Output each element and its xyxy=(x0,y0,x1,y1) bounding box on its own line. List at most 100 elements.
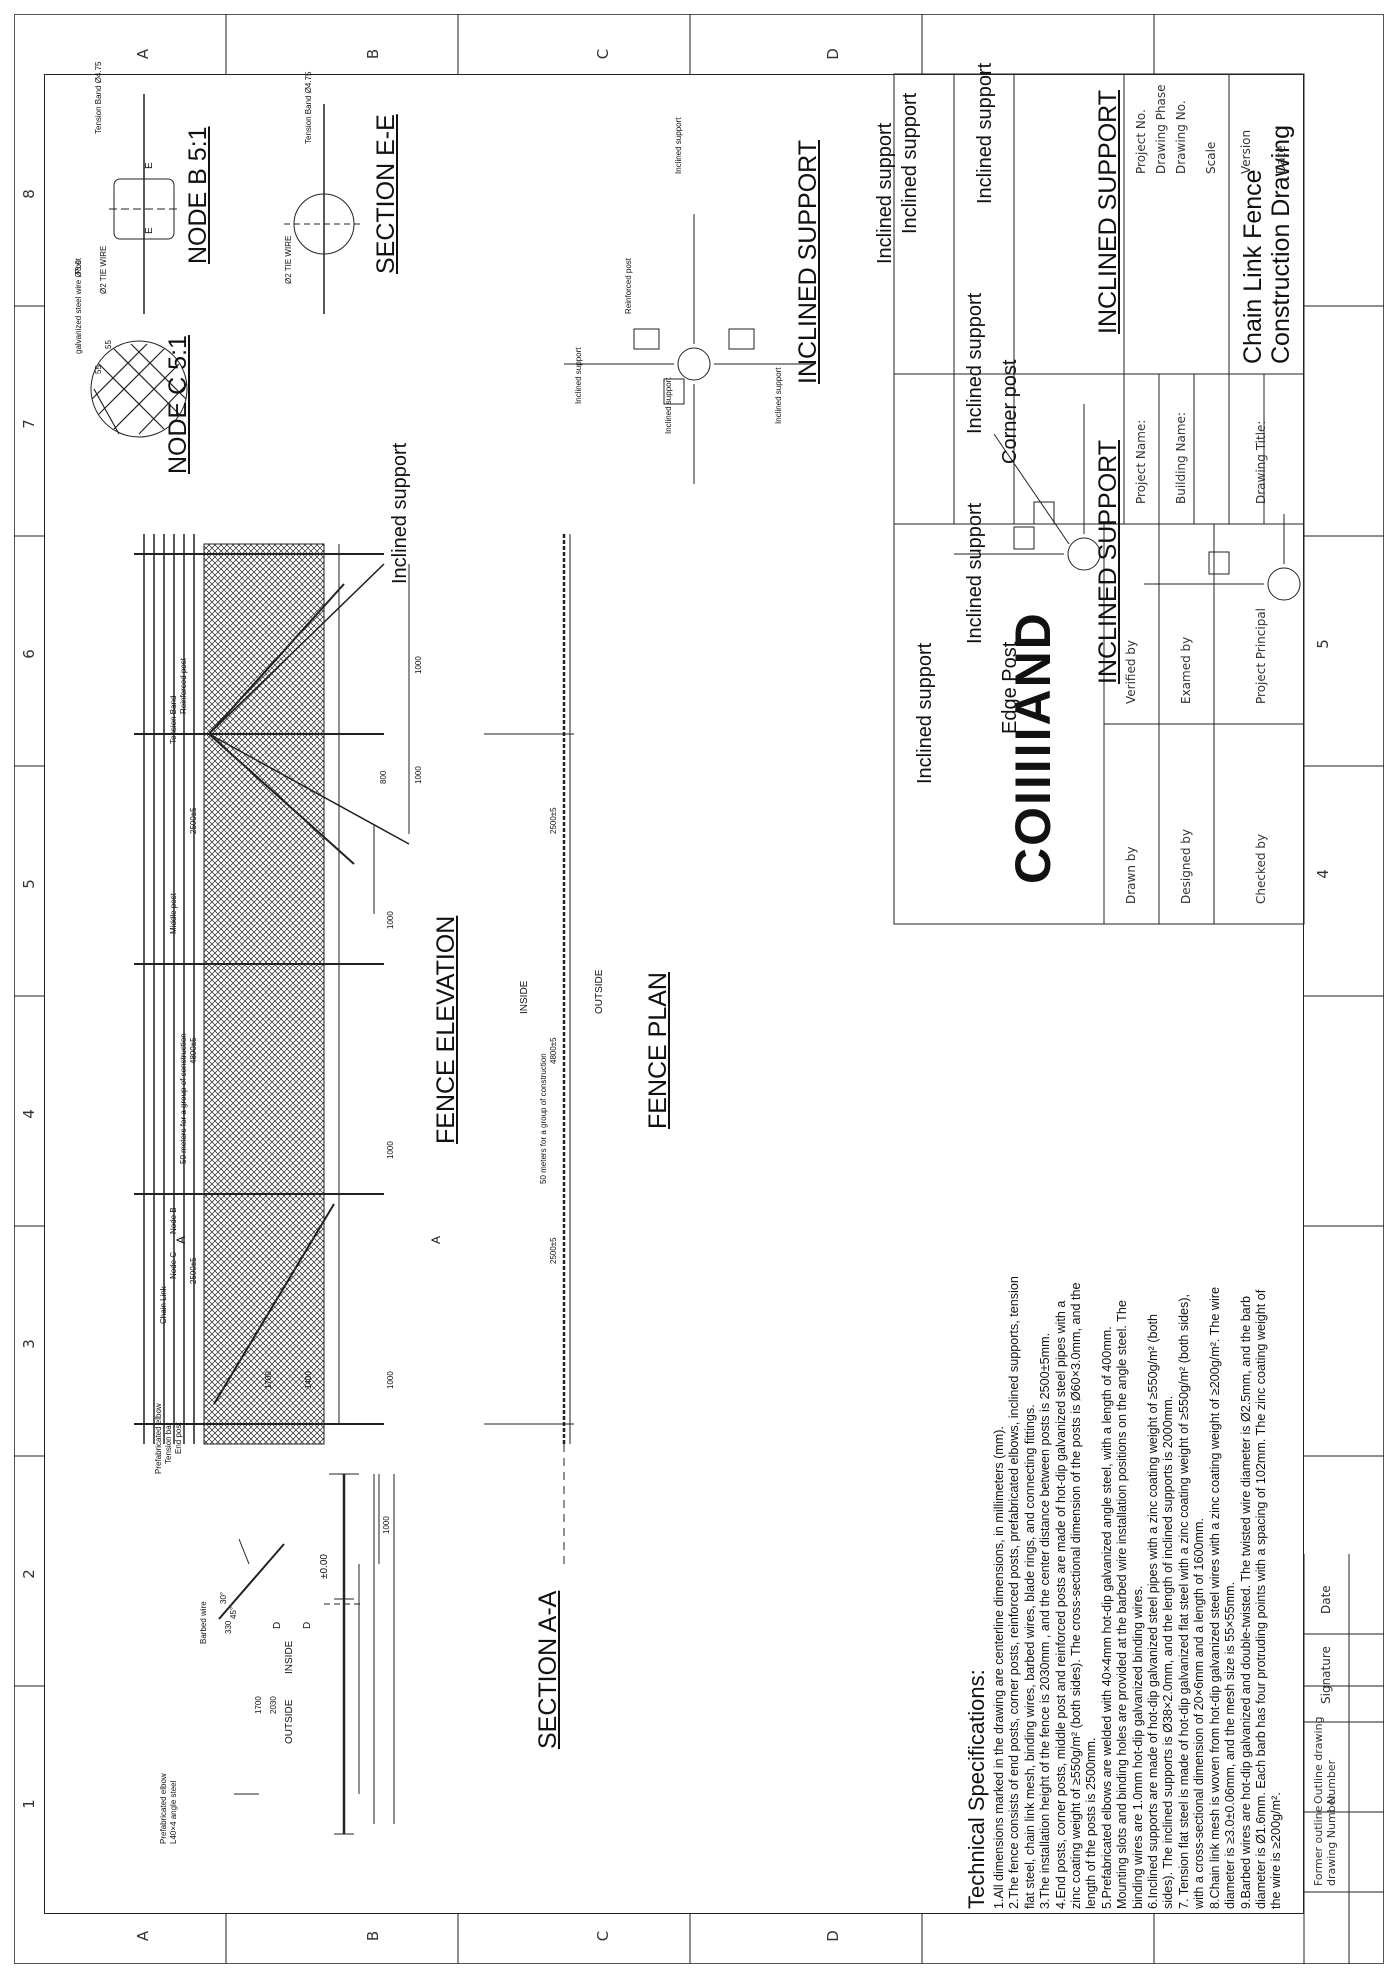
fence-elevation-inclined-support-label: Inclined support xyxy=(389,442,411,584)
fence-elevation-dim-2500a: 2500±5 xyxy=(189,1257,198,1284)
fence-elevation-dim-2500b: 2500±5 xyxy=(189,807,198,834)
fence-elevation-end-post-label: End post xyxy=(174,1422,183,1454)
grid-row-label: A xyxy=(134,48,152,60)
project-info-label: Project No. xyxy=(1134,109,1148,174)
fence-elevation-node-b-label: Node B xyxy=(169,1207,178,1234)
section-aa-level: ±0.00 xyxy=(319,1554,330,1579)
node-b-lines xyxy=(109,94,179,314)
fence-plan-outside-label: OUTSIDE xyxy=(594,969,605,1014)
grid-row-label: B xyxy=(364,1930,382,1942)
grid-column-label: 3 xyxy=(20,1339,38,1349)
fence-elevation-dim-1000b: 1000 xyxy=(386,1141,395,1159)
building-name-label: Building Name: xyxy=(1174,412,1188,504)
node-c-wire-label: galvanized steel wire Ø3.0 xyxy=(74,260,83,354)
fence-elevation-a-mark: A xyxy=(174,1235,188,1244)
outline-number-label: Outline drawing Number xyxy=(1312,1716,1338,1804)
node-b-title: NODE B 5:1 xyxy=(184,126,212,264)
inclined-1-reinforced-post-label: Reinforced post xyxy=(624,257,633,314)
fence-elevation-dim-1000d: 1000 xyxy=(414,766,423,784)
rotated-sheet: 1 2 3 4 5 6 7 8 4 5 A B C D A B C D SECT… xyxy=(14,14,1384,1964)
grid-row-label: C xyxy=(594,1930,612,1942)
signature-field-label: Designed by xyxy=(1179,829,1193,904)
fence-elevation-dim-1700: 1700 xyxy=(264,1371,273,1389)
node-c-dim-55a: 55 xyxy=(104,340,113,349)
inclined-3-title: INCLINED SUPPORT xyxy=(1094,439,1122,684)
fence-elevation-group-label: 50 meters for a group of construction xyxy=(179,1033,188,1164)
drawing-title-label: Drawing Title: xyxy=(1254,420,1268,504)
spec-line: the wire is ≥200g/m². xyxy=(1269,1792,1284,1909)
section-aa-dim-1000: 1000 xyxy=(382,1516,391,1534)
fence-elevation-lines xyxy=(134,534,410,1445)
fence-elevation-middle-post-label: Middle post xyxy=(169,893,178,934)
inclined-1-incl-a-label: Inclined support xyxy=(674,117,683,174)
fence-plan-group-label: 50 meters for a group of construction xyxy=(539,1053,548,1184)
inclined-2-incl-a-label: Inclined support xyxy=(874,122,896,264)
section-aa-inside-label: INSIDE xyxy=(284,1640,295,1674)
spec-line: 8.Chain link mesh is woven from hot-dip … xyxy=(1207,1287,1222,1909)
inclined-3-incl-b-label: Inclined support xyxy=(914,642,936,784)
grid-row-label: D xyxy=(824,1930,842,1942)
project-name-label: Project Name: xyxy=(1134,419,1148,504)
inclined-1-incl-c-label: Inclined support xyxy=(664,377,673,434)
spec-line: 2.The fence consists of end posts, corne… xyxy=(1007,1276,1022,1909)
inclined-2-incl-c-label: Inclined support xyxy=(974,62,996,204)
grid-row-label: B xyxy=(364,48,382,60)
inclined-2-lines xyxy=(954,404,1101,571)
grid-row-label: D xyxy=(824,48,842,60)
fence-elevation-title: FENCE ELEVATION xyxy=(432,915,460,1144)
grid-column-label: 5 xyxy=(20,879,38,889)
signature-field-label: Examed by xyxy=(1179,636,1193,704)
signature-field-label: Drawn by xyxy=(1124,846,1138,904)
node-b-e2: E xyxy=(144,162,155,169)
section-ee-tie-wire-label: Ø2 TIE WIRE xyxy=(284,235,293,284)
grid-column-label: 8 xyxy=(20,189,38,199)
signature-label: Signature xyxy=(1319,1646,1333,1704)
project-info-label: Drawing No. xyxy=(1174,100,1188,174)
technical-specifications-title: Technical Specifications: xyxy=(964,1669,989,1909)
project-info-label: Drawing Phase xyxy=(1154,84,1168,174)
fence-elevation-dim-1000c: 1000 xyxy=(386,911,395,929)
grid-row-label: A xyxy=(134,1930,152,1942)
spec-line: 5.Prefabricated elbows are welded with 4… xyxy=(1099,1326,1114,1909)
section-aa-d2: D xyxy=(302,1621,313,1629)
fence-elevation-tension-band-label: Tension Band xyxy=(169,695,178,744)
side-block-lines xyxy=(1303,1554,1384,1964)
technical-specifications: Technical Specifications: 1.All dimensio… xyxy=(964,1069,1285,1909)
grid-column-label: 4 xyxy=(1314,869,1332,879)
spec-line: length of the posts is 2500mm. xyxy=(1084,1737,1099,1909)
signature-field-label: Verified by xyxy=(1124,639,1138,704)
section-aa-dim-1700: 1700 xyxy=(254,1696,263,1714)
fence-elevation-dim-4800: 4800±5 xyxy=(189,1037,198,1064)
former-outline-line: Former outline xyxy=(1312,1805,1325,1886)
fence-elevation-elbow-label: Prefabricated elbow xyxy=(154,1403,163,1474)
inclined-1-title: INCLINED SUPPORT xyxy=(794,139,822,384)
inclined-2-corner-post-label: Corner post xyxy=(999,359,1021,465)
fence-plan-dim-2500a: 2500±5 xyxy=(549,1237,558,1264)
fence-elevation-reinforced-post-label: Reinforced post xyxy=(179,657,188,714)
node-b-e1: E xyxy=(144,227,155,234)
fence-plan-dim-2500b: 2500±5 xyxy=(549,807,558,834)
inclined-2-incl-d-label: Inclined support xyxy=(964,292,986,434)
spec-line: 9.Barbed wires are hot-dip galvanized an… xyxy=(1238,1296,1253,1909)
section-ee-tension-band-label: Tension Band Ø4.75 xyxy=(304,71,313,145)
grid-column-label: 7 xyxy=(20,419,38,429)
fence-elevation-tension-bar-label: Tension bar xyxy=(164,1422,173,1464)
project-info-label: Version xyxy=(1239,129,1253,174)
section-aa-lines xyxy=(218,1473,395,1835)
grid-ticks xyxy=(14,14,1384,1964)
spec-line: binding wires are 1.0mm hot-dip galvaniz… xyxy=(1130,1585,1145,1909)
inclined-1-incl-d-label: Inclined support xyxy=(774,367,783,424)
section-aa-elbow-label: Prefabricated elbow xyxy=(159,1773,168,1844)
section-aa-dim-330: 330 xyxy=(224,1620,233,1634)
date-label: Date xyxy=(1319,1585,1333,1614)
grid-column-label: 4 xyxy=(20,1109,38,1119)
outline-number-line: Outline drawing xyxy=(1312,1716,1325,1804)
fence-elevation-dim-1000e: 1000 xyxy=(414,656,423,674)
fence-elevation-node-c-label: Node C xyxy=(169,1251,178,1279)
signature-field-label: Project Principal xyxy=(1254,607,1268,704)
inclined-3-incl-a-label: Inclined support xyxy=(964,502,986,644)
node-b-tie-wire-label: Ø2 TIE WIRE xyxy=(99,245,108,294)
spec-line: diameter is Ø1.6mm. Each barb has four p… xyxy=(1253,1289,1268,1909)
spec-line: Mounting slots and binding holes are pro… xyxy=(1115,1300,1130,1909)
title-block-lines xyxy=(893,73,1305,925)
